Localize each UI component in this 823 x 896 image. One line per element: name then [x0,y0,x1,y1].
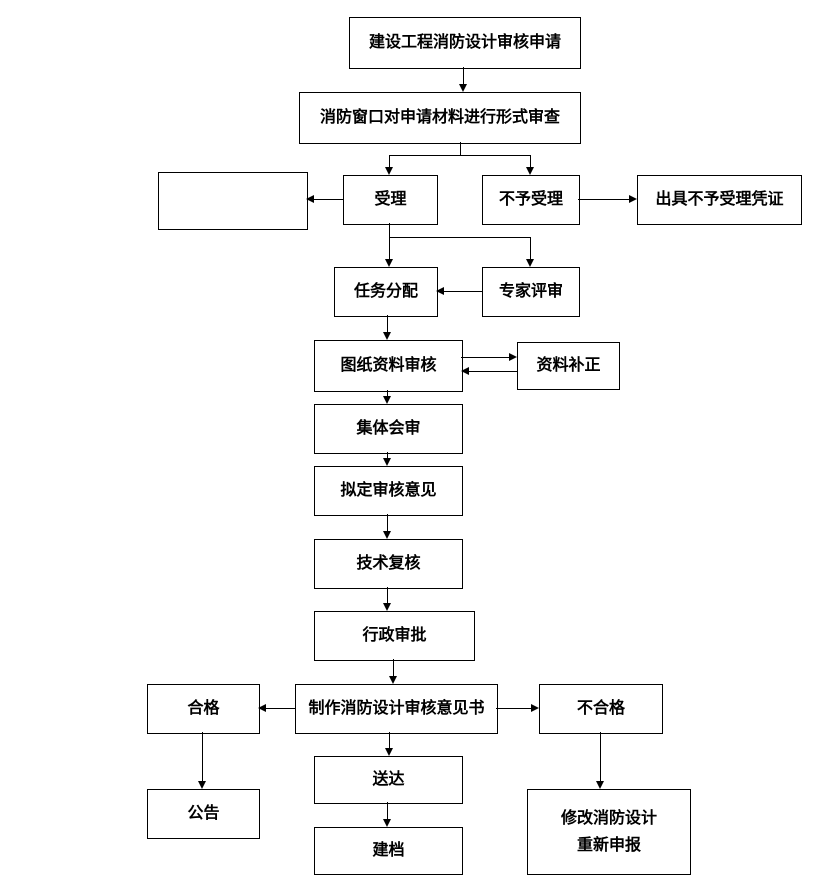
connector-drawing-collective-arrow-icon [383,396,391,404]
connector-approval-document-arrow-icon [389,676,397,684]
connector-document-deliver-line [389,732,390,748]
connector-correction-drawing-arrow-icon [461,367,469,375]
connector-draft-recheck-arrow-icon [383,531,391,539]
connector-document-unqualified-line [496,708,531,709]
connector-qualified-announcement-line [202,732,203,781]
connector-accept-expert-bar-line [389,237,531,238]
connector-collective-draft-arrow-icon [383,458,391,466]
connector-recheck-approval-arrow-icon [383,603,391,611]
node-administrative-approval: 行政审批 [314,611,475,661]
connector-expert-task-arrow-icon [436,287,444,295]
connector-split-reject-line [530,155,531,167]
connector-accept-blank-line [314,199,343,200]
connector-expert-task-line [444,291,482,292]
connector-split-reject-arrow-icon [526,167,534,175]
connector-unqualified-modify-arrow-icon [596,781,604,789]
node-accept: 受理 [343,175,438,225]
connector-reject-certificate-arrow-icon [629,195,637,203]
connector-qualified-announcement-arrow-icon [198,781,206,789]
connector-recheck-approval-line [387,587,388,603]
node-modify-reapply: 修改消防设计 重新申报 [527,789,691,875]
connector-accept-expert-line [530,237,531,259]
node-qualified: 合格 [147,684,260,734]
connector-apply-formal-arrow-icon [459,84,467,92]
connector-apply-formal-line [463,67,464,84]
connector-drawing-correction-line [461,357,509,358]
node-formal-review: 消防窗口对申请材料进行形式审查 [299,92,581,144]
connector-document-qualified-arrow-icon [258,704,266,712]
node-drawing-review: 图纸资料审核 [314,340,463,392]
connector-reject-certificate-line [578,199,629,200]
node-reject-certificate: 出具不予受理凭证 [637,175,802,225]
connector-unqualified-modify-line [600,732,601,781]
connector-document-unqualified-arrow-icon [531,704,539,712]
node-task-assignment: 任务分配 [334,267,438,317]
node-apply: 建设工程消防设计审核申请 [349,17,581,69]
connector-task-drawing-arrow-icon [383,332,391,340]
connector-accept-task-arrow-icon [385,259,393,267]
connector-collective-draft-line [387,452,388,458]
node-unqualified: 不合格 [539,684,663,734]
connector-document-qualified-line [266,708,295,709]
node-reject: 不予受理 [482,175,580,225]
connector-document-deliver-arrow-icon [385,748,393,756]
node-announcement: 公告 [147,789,260,839]
connector-split-accept-arrow-icon [385,167,393,175]
node-collective-review: 集体会审 [314,404,463,454]
connector-draft-recheck-line [387,514,388,531]
connector-deliver-archive-arrow-icon [383,819,391,827]
connector-formal-split-bar-line [389,155,531,156]
connector-accept-blank-arrow-icon [306,195,314,203]
connector-approval-document-line [393,659,394,676]
connector-split-accept-line [389,155,390,167]
node-draft-opinion: 拟定审核意见 [314,466,463,516]
node-expert-review: 专家评审 [482,267,580,317]
node-make-opinion-document: 制作消防设计审核意见书 [295,684,498,734]
connector-formal-split-stem-line [460,142,461,155]
node-deliver: 送达 [314,756,463,804]
connector-task-drawing-line [387,315,388,332]
connector-correction-drawing-line [469,371,517,372]
node-archive: 建档 [314,827,463,875]
node-technical-recheck: 技术复核 [314,539,463,589]
node-blank [158,172,308,230]
connector-deliver-archive-line [387,802,388,819]
connector-accept-task-line [389,223,390,259]
connector-accept-expert-arrow-icon [526,259,534,267]
connector-drawing-correction-arrow-icon [509,353,517,361]
node-material-correction: 资料补正 [517,342,620,390]
connector-drawing-collective-line [387,390,388,396]
